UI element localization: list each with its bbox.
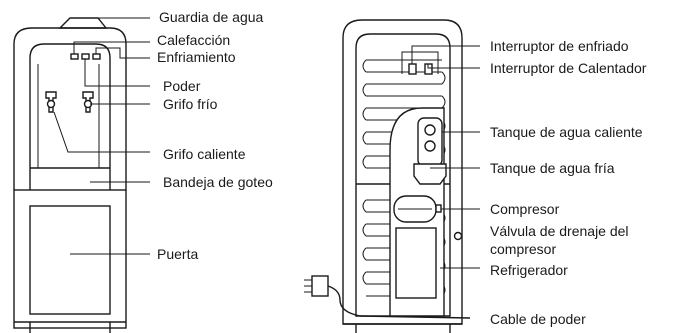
label-water-guard: Guardia de agua: [159, 9, 264, 25]
refrigerator-unit: [395, 227, 437, 299]
front-lower-cabinet: [13, 189, 127, 329]
label-heating: Calefacción: [157, 32, 230, 48]
label-drain-valve-1: Válvula de drenaje del: [490, 223, 629, 239]
cold-water-tank: [413, 163, 447, 185]
label-cold-tank: Tanque de agua fría: [490, 160, 615, 176]
drain-valve: [453, 231, 463, 241]
cooling-switch-rear: [408, 63, 417, 75]
front-view-dispenser: [13, 17, 150, 333]
label-drain-valve-2: compresor: [490, 241, 556, 257]
label-refrigerator: Refrigerador: [490, 262, 568, 278]
hot-tap-icon: [45, 91, 57, 113]
rear-view-dispenser: [304, 19, 480, 333]
rear-cabinet: [342, 19, 463, 325]
water-guard-cap: [58, 17, 108, 29]
label-cooling-switch: Interruptor de enfriado: [490, 38, 629, 54]
cooling-switch: [92, 53, 101, 60]
front-upper-body: [13, 27, 127, 190]
label-power-cable: Cable de poder: [490, 311, 586, 327]
rear-inner-frame: [355, 33, 451, 317]
label-door: Puerta: [157, 246, 198, 262]
label-drip-tray: Bandeja de goteo: [163, 174, 273, 190]
heating-switch: [70, 53, 79, 60]
power-cable-plug: [304, 275, 471, 319]
label-power: Poder: [163, 78, 201, 94]
label-compressor: Compresor: [490, 201, 560, 217]
label-cooling: Enfriamiento: [157, 49, 236, 65]
power-switch: [81, 53, 90, 60]
label-hot-tap: Grifo caliente: [163, 146, 246, 162]
cold-tap-icon: [82, 91, 94, 113]
label-cold-tap: Grifo frío: [163, 96, 218, 112]
label-heater-switch: Interruptor de Calentador: [490, 60, 647, 76]
label-hot-tank: Tanque de agua caliente: [490, 124, 643, 140]
front-door: [29, 205, 111, 315]
front-recess: [29, 43, 111, 190]
